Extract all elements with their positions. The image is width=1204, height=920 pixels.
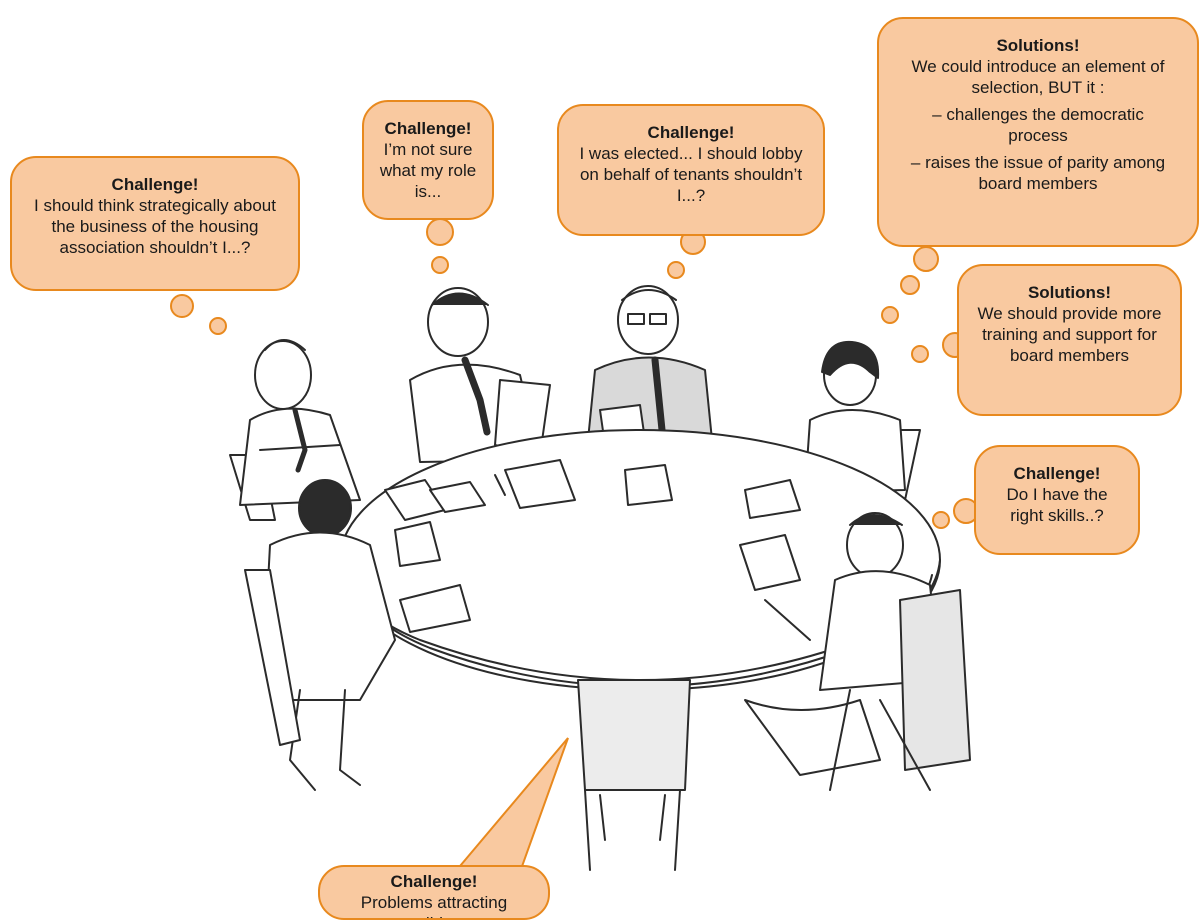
bubble-heading: Solutions!	[996, 36, 1080, 55]
speech-bubble-candidates: Challenge! Problems attracting candidate…	[318, 865, 550, 920]
thought-bubble-elected: Challenge! I was elected... I should lob…	[557, 104, 825, 236]
thought-dots	[170, 218, 979, 529]
bubble-heading: Challenge!	[384, 119, 472, 138]
person-front-right	[744, 512, 971, 791]
bubble-text: We could introduce an element of selecti…	[911, 57, 1165, 97]
bubble-heading: Challenge!	[111, 175, 199, 194]
bubble-text: I should think strategically about the b…	[34, 196, 276, 257]
person-front-left	[244, 479, 396, 791]
thought-bubble-selection: Solutions! We could introduce an element…	[877, 17, 1199, 247]
speech-tail	[452, 737, 569, 873]
person-back-center-left	[409, 287, 551, 463]
thought-bubble-skills: Challenge! Do I have the right skills..?	[974, 445, 1140, 555]
bubble-text: Problems attracting candidates	[360, 893, 508, 918]
thought-bubble-role: Challenge! I’m not sure what my role is.…	[362, 100, 494, 220]
bubble-text: I’m not sure what my role is...	[379, 140, 477, 201]
thought-bubble-strategy: Challenge! I should think strategically …	[10, 156, 300, 291]
bubble-heading: Challenge!	[390, 872, 478, 891]
thought-bubble-training: Solutions! We should provide more traini…	[957, 264, 1182, 416]
bubble-heading: Challenge!	[1013, 464, 1101, 483]
person-back-right	[785, 340, 906, 493]
bubble-heading: Solutions!	[1027, 283, 1112, 302]
papers	[384, 459, 811, 641]
bubble-heading: Challenge!	[647, 123, 735, 142]
bubble-text: We should provide more training and supp…	[977, 304, 1162, 365]
bubble-list-item: – challenges the democratic process	[932, 105, 1144, 145]
person-back-left	[239, 339, 361, 506]
bubble-text: I was elected... I should lobby on behal…	[579, 144, 803, 205]
bubble-list-item: – raises the issue of parity among board…	[910, 153, 1166, 193]
empty-chair	[577, 679, 691, 871]
bubble-text: Do I have the right skills..?	[1006, 485, 1108, 525]
